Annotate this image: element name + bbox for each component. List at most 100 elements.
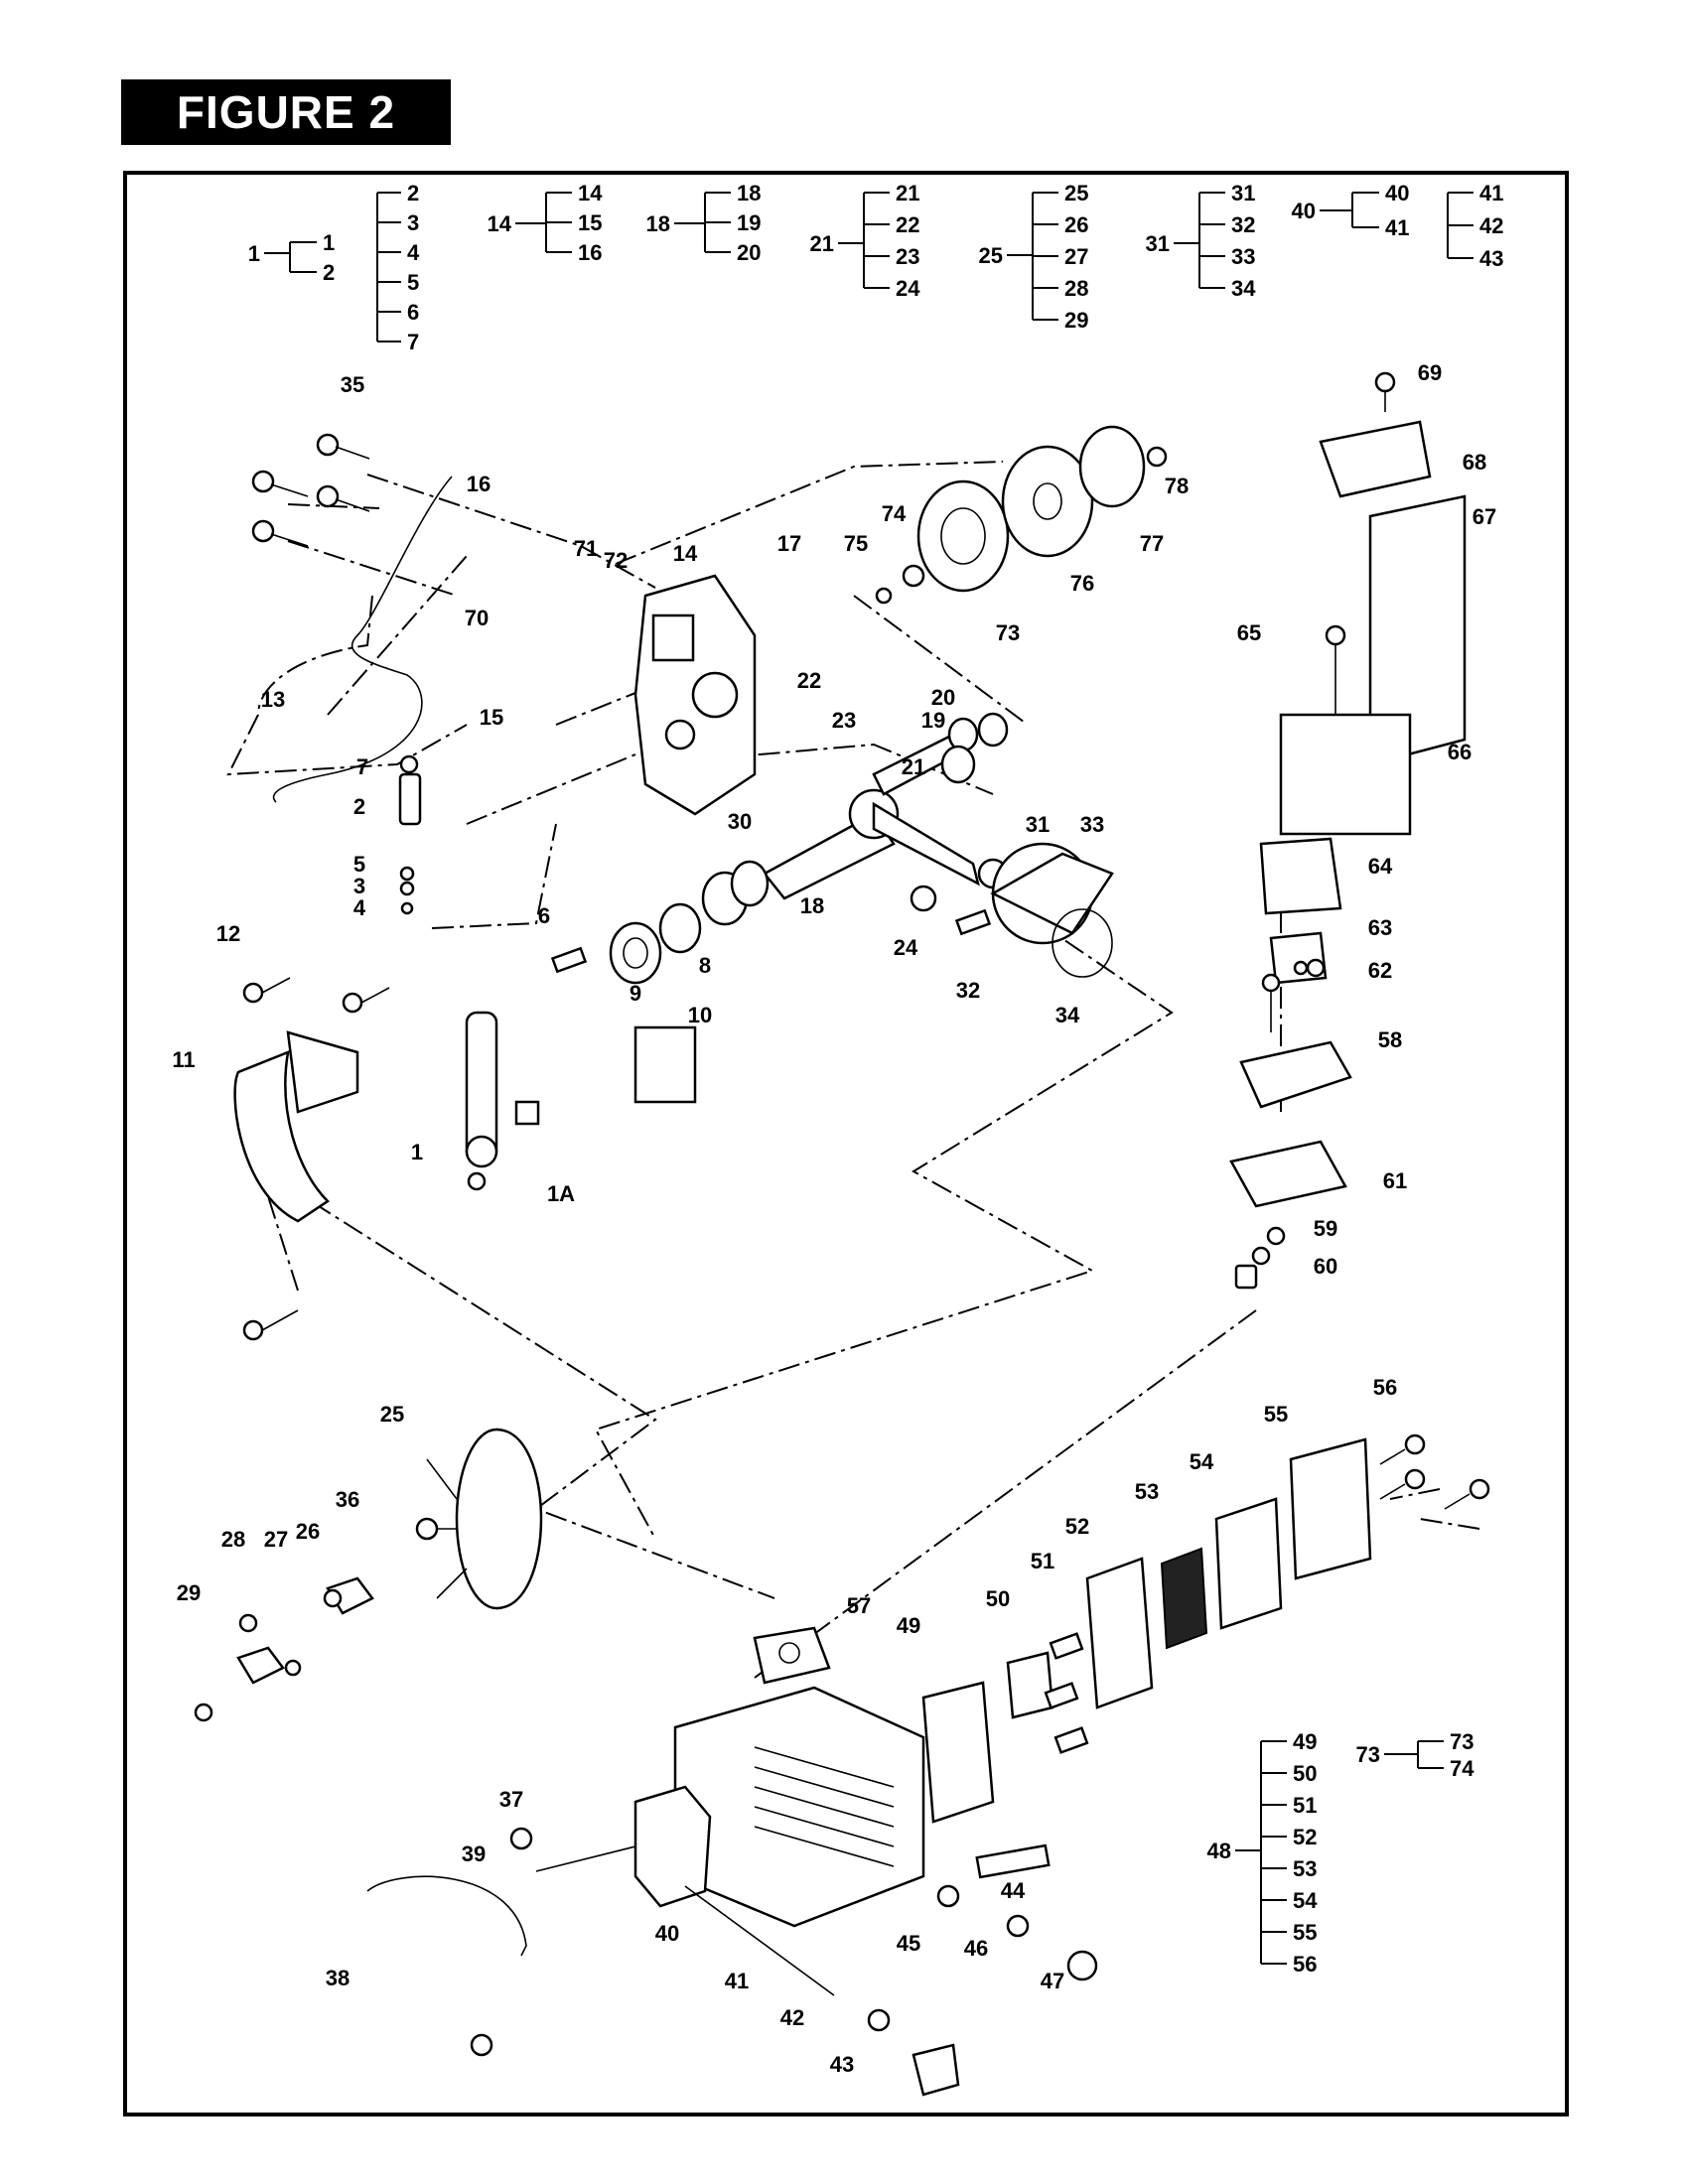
tree-child-1: 1 <box>323 230 335 255</box>
tree-child-4: 4 <box>407 240 420 265</box>
callout-3: 3 <box>353 874 365 898</box>
callout-19: 19 <box>921 708 945 733</box>
callout-41: 41 <box>725 1969 749 1993</box>
tree-child-29: 29 <box>1064 308 1088 333</box>
fuel-tank <box>1319 371 1467 766</box>
callout-27: 27 <box>264 1527 288 1552</box>
callout-56: 56 <box>1373 1375 1397 1400</box>
crankshaft-assembly <box>763 712 1009 900</box>
callout-49: 49 <box>897 1613 920 1638</box>
callout-6: 6 <box>538 903 550 928</box>
callout-64: 64 <box>1368 854 1393 879</box>
callout-44: 44 <box>1001 1878 1026 1903</box>
callout-36: 36 <box>336 1487 359 1512</box>
callout-16: 16 <box>467 472 491 496</box>
callout-47: 47 <box>1041 1969 1064 1993</box>
callout-70: 70 <box>465 606 489 630</box>
callout-40: 40 <box>655 1921 679 1946</box>
tree-child-14: 14 <box>578 181 603 205</box>
tree-child-3: 3 <box>407 210 419 235</box>
tree-14: 14 14 15 16 <box>488 181 604 265</box>
callout-71: 71 <box>574 536 598 561</box>
tree-child-40: 40 <box>1385 181 1409 205</box>
tree-child-74: 74 <box>1450 1756 1474 1781</box>
tree-child-56: 56 <box>1293 1952 1317 1977</box>
callout-69: 69 <box>1418 360 1442 385</box>
callout-68: 68 <box>1463 450 1486 475</box>
callout-29: 29 <box>177 1580 201 1605</box>
tree-child-7: 7 <box>407 330 419 354</box>
callout-67: 67 <box>1473 504 1496 529</box>
bearings-and-seals <box>609 745 976 985</box>
tree-child-21: 21 <box>896 181 919 205</box>
callout-59: 59 <box>1314 1216 1337 1241</box>
tree-parent-21: 21 <box>810 231 834 256</box>
callout-22: 22 <box>797 668 821 693</box>
tree-child-24: 24 <box>896 276 920 301</box>
carburetor-stack <box>1229 624 1412 1290</box>
callout-8: 8 <box>699 953 711 978</box>
callout-11: 11 <box>172 1047 195 1072</box>
callout-65: 65 <box>1237 620 1261 645</box>
tree-child-32: 32 <box>1231 212 1255 237</box>
callout-15: 15 <box>480 705 503 730</box>
callout-21: 21 <box>902 754 925 779</box>
callout-35: 35 <box>341 372 364 397</box>
callout-43: 43 <box>830 2052 854 2077</box>
callout-31: 31 <box>1026 812 1050 837</box>
callout-61: 61 <box>1383 1168 1407 1193</box>
callout-72: 72 <box>604 548 628 573</box>
tree-child-52: 52 <box>1293 1825 1317 1849</box>
callout-37: 37 <box>499 1787 523 1812</box>
piston-assembly <box>910 842 1114 978</box>
tree-child-43: 43 <box>1479 246 1503 271</box>
tree-child-34: 34 <box>1231 276 1256 301</box>
callout-78: 78 <box>1165 474 1189 498</box>
callout-1A: 1A <box>547 1181 575 1206</box>
tree-child-5: 5 <box>407 270 419 295</box>
callout-60: 60 <box>1314 1254 1337 1279</box>
oil-pump-assembly <box>398 754 588 1191</box>
tree-child-26: 26 <box>1064 212 1088 237</box>
tree-child-73: 73 <box>1450 1729 1474 1754</box>
callout-57: 57 <box>847 1593 871 1618</box>
tree-child-2: 2 <box>323 260 335 285</box>
callout-1: 1 <box>411 1140 423 1164</box>
tree-parent-14: 14 <box>488 211 512 236</box>
callout-62: 62 <box>1368 958 1392 983</box>
callout-20: 20 <box>931 685 955 710</box>
tree-parent-73: 73 <box>1356 1742 1380 1767</box>
callout-30: 30 <box>728 809 752 834</box>
callout-75: 75 <box>844 531 868 556</box>
tree-child-27: 27 <box>1064 244 1088 269</box>
callout-76: 76 <box>1070 571 1094 596</box>
callout-73: 73 <box>996 620 1020 645</box>
callout-24: 24 <box>894 935 918 960</box>
tree-child-49: 49 <box>1293 1729 1317 1754</box>
callout-23: 23 <box>832 708 856 733</box>
ignition-assembly <box>366 1785 960 2097</box>
tree-child-51: 51 <box>1293 1793 1317 1818</box>
callout-9: 9 <box>630 981 641 1006</box>
callout-12: 12 <box>216 921 240 946</box>
callout-66: 66 <box>1448 740 1472 764</box>
flywheel <box>194 1428 543 1722</box>
tree-parent-31: 31 <box>1146 231 1170 256</box>
callout-77: 77 <box>1140 531 1164 556</box>
callout-46: 46 <box>964 1936 988 1961</box>
callout-38: 38 <box>326 1966 350 1990</box>
callout-2: 2 <box>353 794 365 819</box>
cylinder-assembly <box>673 1626 925 1928</box>
tree-child-16: 16 <box>578 240 602 265</box>
tree-child-15: 15 <box>578 210 602 235</box>
assembly-guide-lines <box>226 461 1480 1679</box>
part-illustrations: 3516717214177015137253462223301920211898… <box>172 360 1496 2097</box>
tree-child-33: 33 <box>1231 244 1255 269</box>
